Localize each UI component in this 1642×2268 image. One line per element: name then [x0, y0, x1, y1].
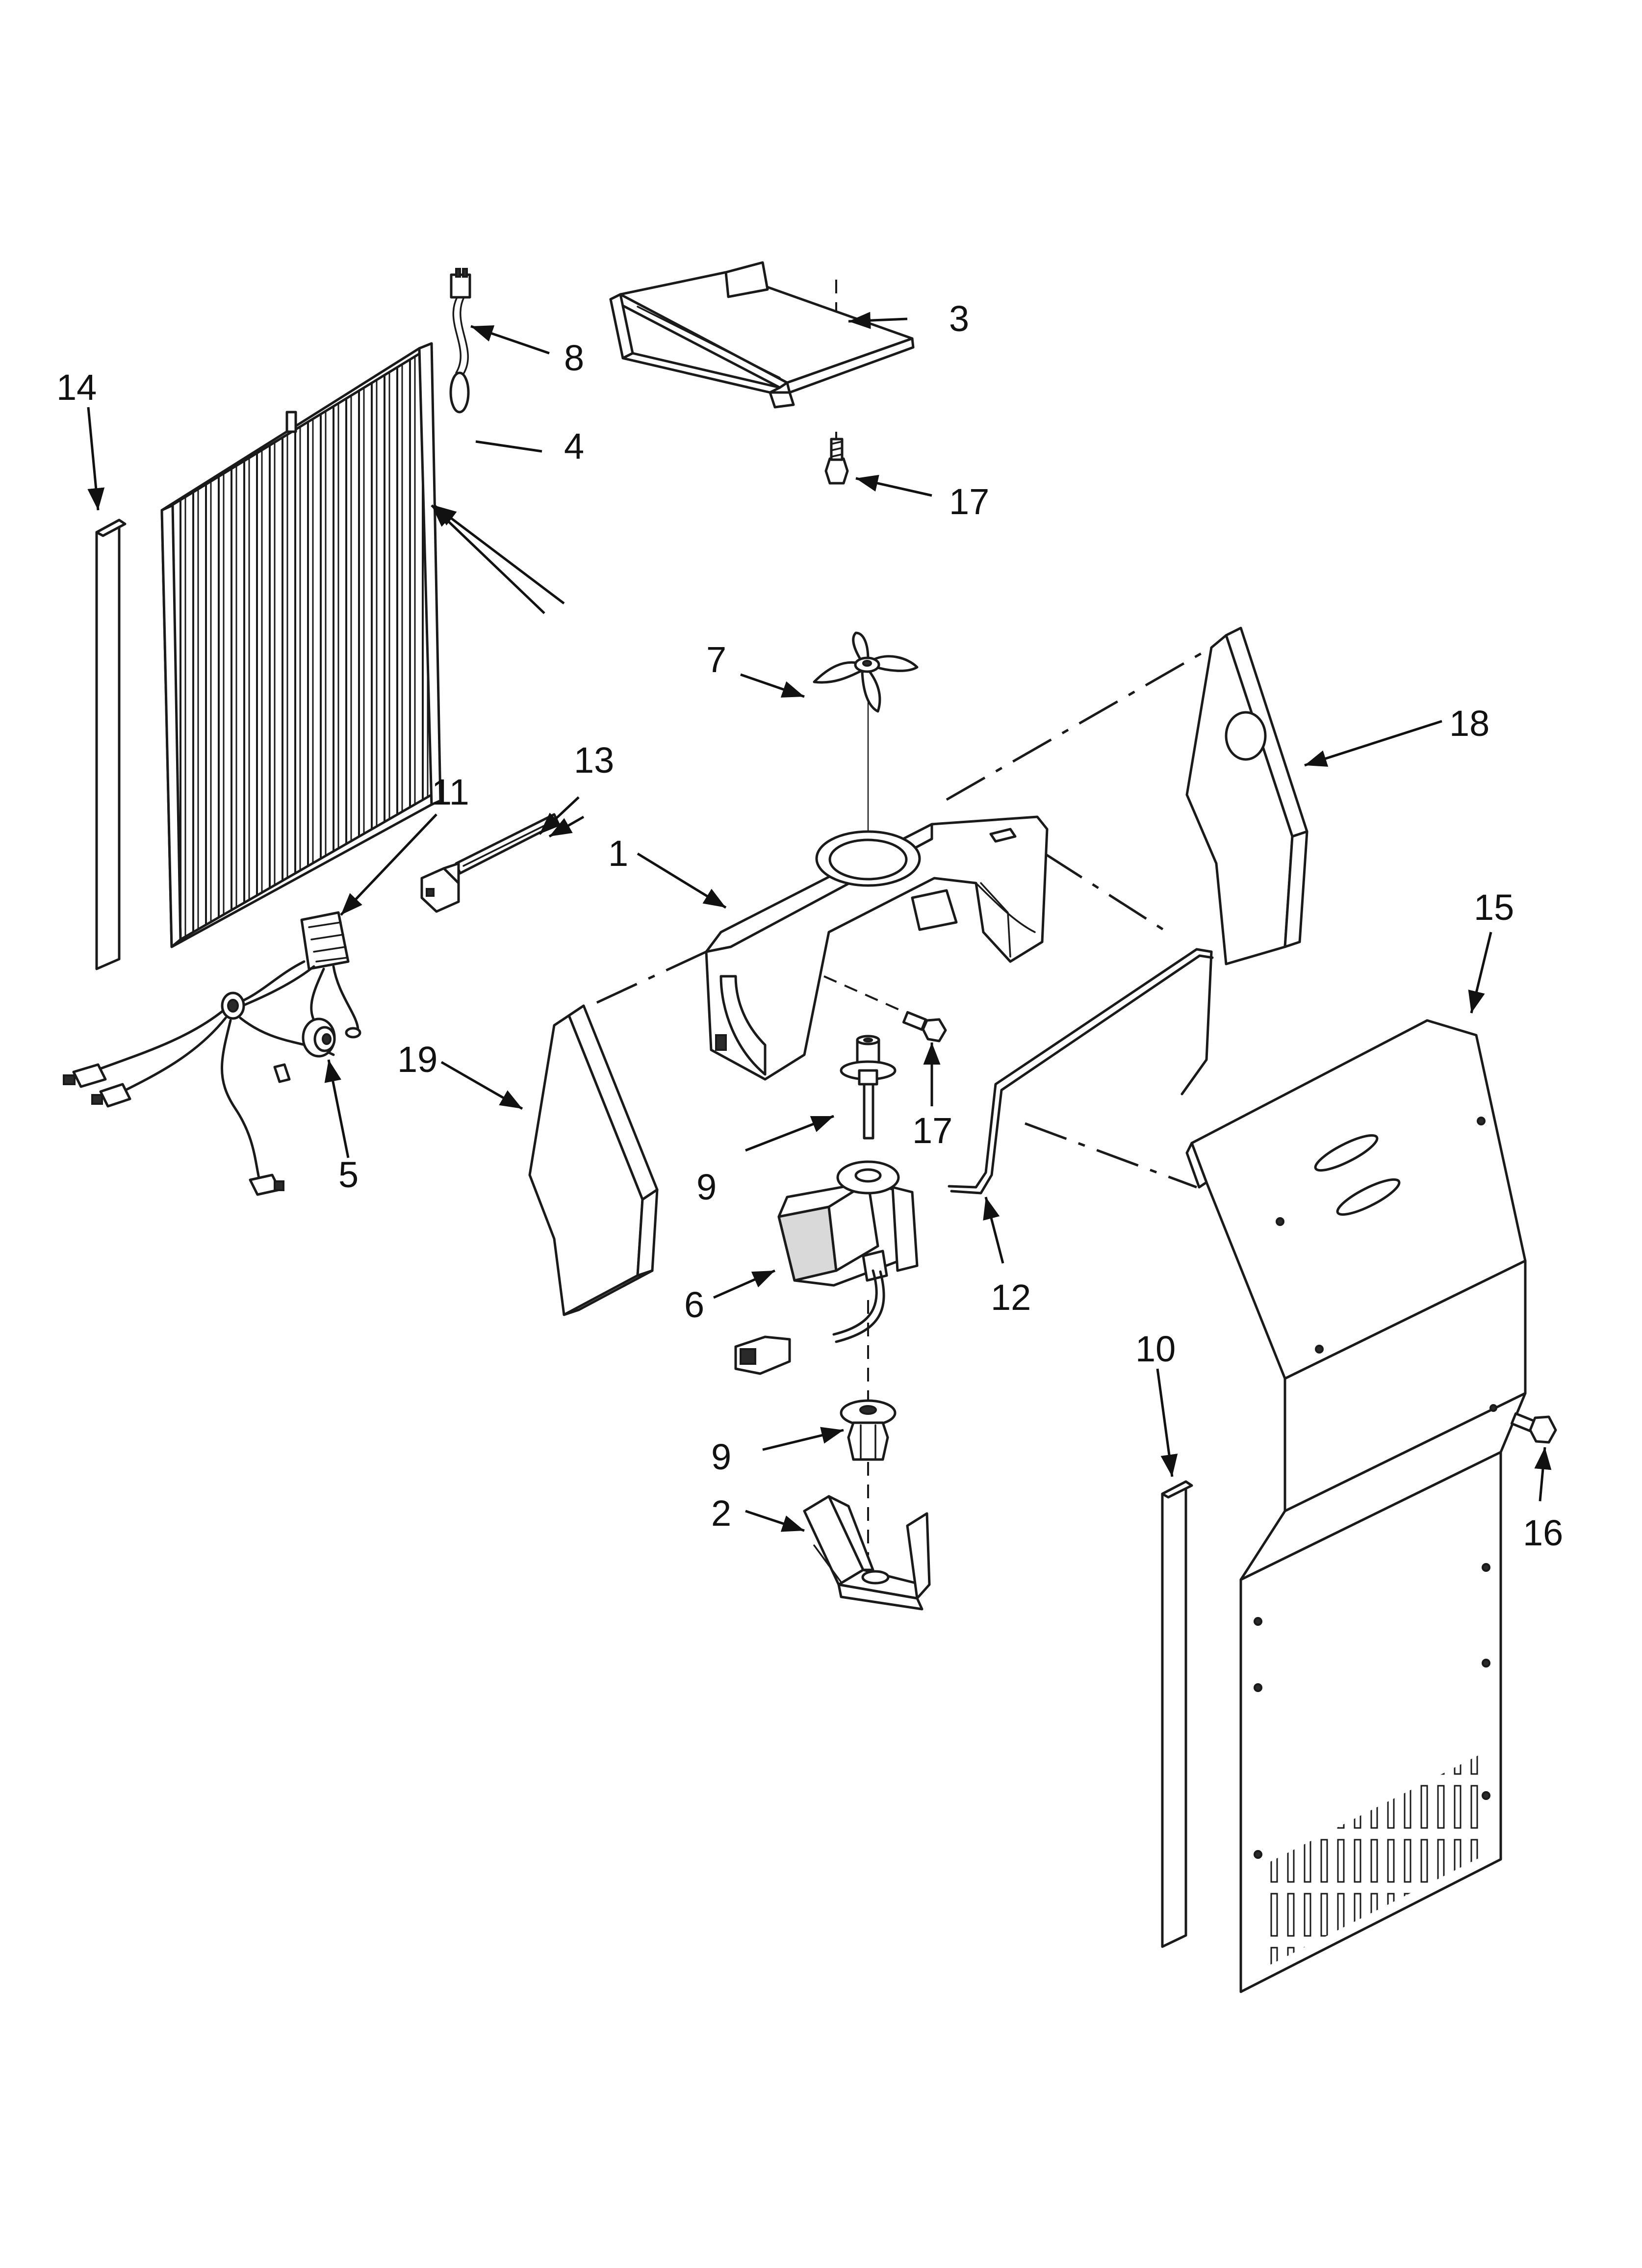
- callout-17-top: 17: [949, 481, 989, 522]
- part-17-screw-top: [824, 438, 849, 485]
- callout-4: 4: [564, 426, 584, 467]
- callout-13: 13: [574, 740, 614, 781]
- part-7-fan-blade: [813, 631, 919, 713]
- part-11-wire-harness: [63, 911, 361, 1196]
- callout-9-upper: 9: [696, 1167, 717, 1207]
- part-19-left-baffle: [528, 1004, 659, 1316]
- callout-1: 1: [608, 833, 628, 874]
- callout-14: 14: [56, 367, 97, 408]
- part-4-evaporator-panel: [160, 342, 442, 948]
- part-8-thermistor-sensor: [449, 268, 471, 414]
- callout-18: 18: [1449, 703, 1489, 744]
- leader-lines: [87, 312, 1552, 1532]
- callout-8: 8: [564, 338, 584, 378]
- callout-2: 2: [711, 1493, 731, 1534]
- callout-labels: 14 8 4 3 17 7 18 13 11 1 15 19 5 17 9 12…: [56, 298, 1563, 1553]
- part-18-right-baffle: [1185, 626, 1308, 965]
- part-12-wire-bracket: [948, 948, 1214, 1195]
- callout-3: 3: [949, 298, 969, 339]
- part-9-bushing-upper: [840, 1035, 897, 1086]
- part-9-bushing-lower: [840, 1399, 897, 1461]
- callout-5: 5: [338, 1154, 359, 1195]
- alignment-lines: [568, 280, 1212, 1555]
- callout-16: 16: [1523, 1512, 1563, 1553]
- part-10-gasket-strip: [1161, 1480, 1193, 1948]
- callout-10: 10: [1135, 1329, 1176, 1369]
- callout-9-lower: 9: [711, 1436, 731, 1477]
- part-5-grommet: [302, 1017, 336, 1058]
- callout-17-middle: 17: [912, 1110, 952, 1151]
- callout-19: 19: [397, 1039, 437, 1080]
- part-6-fan-motor: [734, 1083, 919, 1375]
- part-2-motor-bracket: [803, 1495, 931, 1611]
- part-15-rear-panel: [1185, 1019, 1527, 1993]
- part-13-cable-tie: [420, 813, 560, 913]
- callout-11: 11: [432, 772, 469, 812]
- callout-15: 15: [1474, 887, 1514, 928]
- part-1-fan-shroud: [705, 815, 1049, 1081]
- callout-12: 12: [991, 1277, 1031, 1318]
- part-3-top-cover: [609, 261, 915, 409]
- part-16-screw-right: [1510, 1412, 1557, 1444]
- callout-6: 6: [684, 1284, 704, 1325]
- part-14-gasket-strip: [95, 519, 127, 970]
- callout-7: 7: [706, 639, 726, 680]
- part-17-screw-middle: [902, 1011, 947, 1043]
